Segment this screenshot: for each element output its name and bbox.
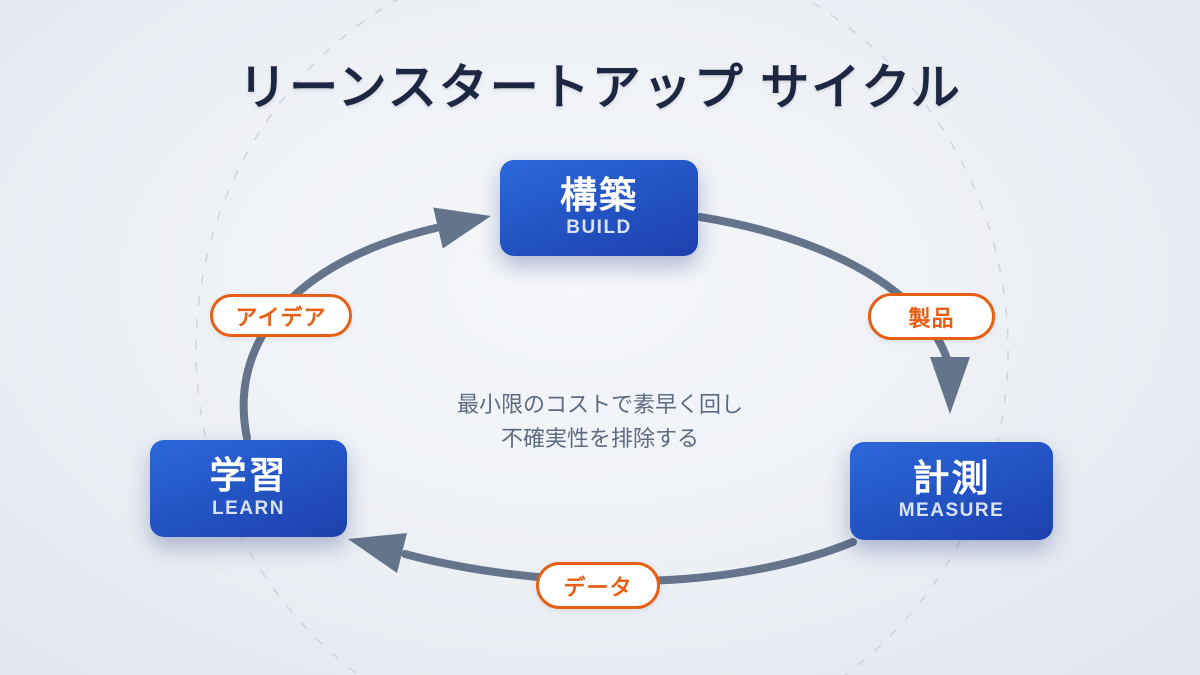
connector-data: データ: [536, 562, 660, 609]
node-build: 構築 BUILD: [500, 160, 698, 256]
node-build-sublabel: BUILD: [566, 217, 632, 239]
node-learn-sublabel: LEARN: [212, 497, 285, 519]
node-learn-label: 学習: [209, 455, 288, 497]
arrowhead-to-build: [433, 207, 491, 249]
arrowhead-to-learn: [348, 533, 407, 573]
page-title: リーンスタートアップ サイクル: [238, 61, 962, 115]
connector-idea: アイデア: [210, 294, 352, 337]
node-measure-label: 計測: [912, 457, 991, 499]
node-build-label: 構築: [560, 174, 638, 216]
center-note-line1: 最小限のコストで素早く回し: [456, 392, 744, 417]
node-measure: 計測 MEASURE: [850, 442, 1053, 540]
node-learn: 学習 LEARN: [150, 440, 347, 537]
center-note-line2: 不確実性を排除する: [500, 426, 700, 451]
node-measure-sublabel: MEASURE: [898, 500, 1005, 522]
center-note: 最小限のコストで素早く回し 不確実性を排除する: [457, 388, 743, 456]
arrowhead-to-measure: [930, 357, 970, 414]
connector-product: 製品: [868, 293, 995, 340]
arrow-build-to-measure: [696, 213, 952, 366]
